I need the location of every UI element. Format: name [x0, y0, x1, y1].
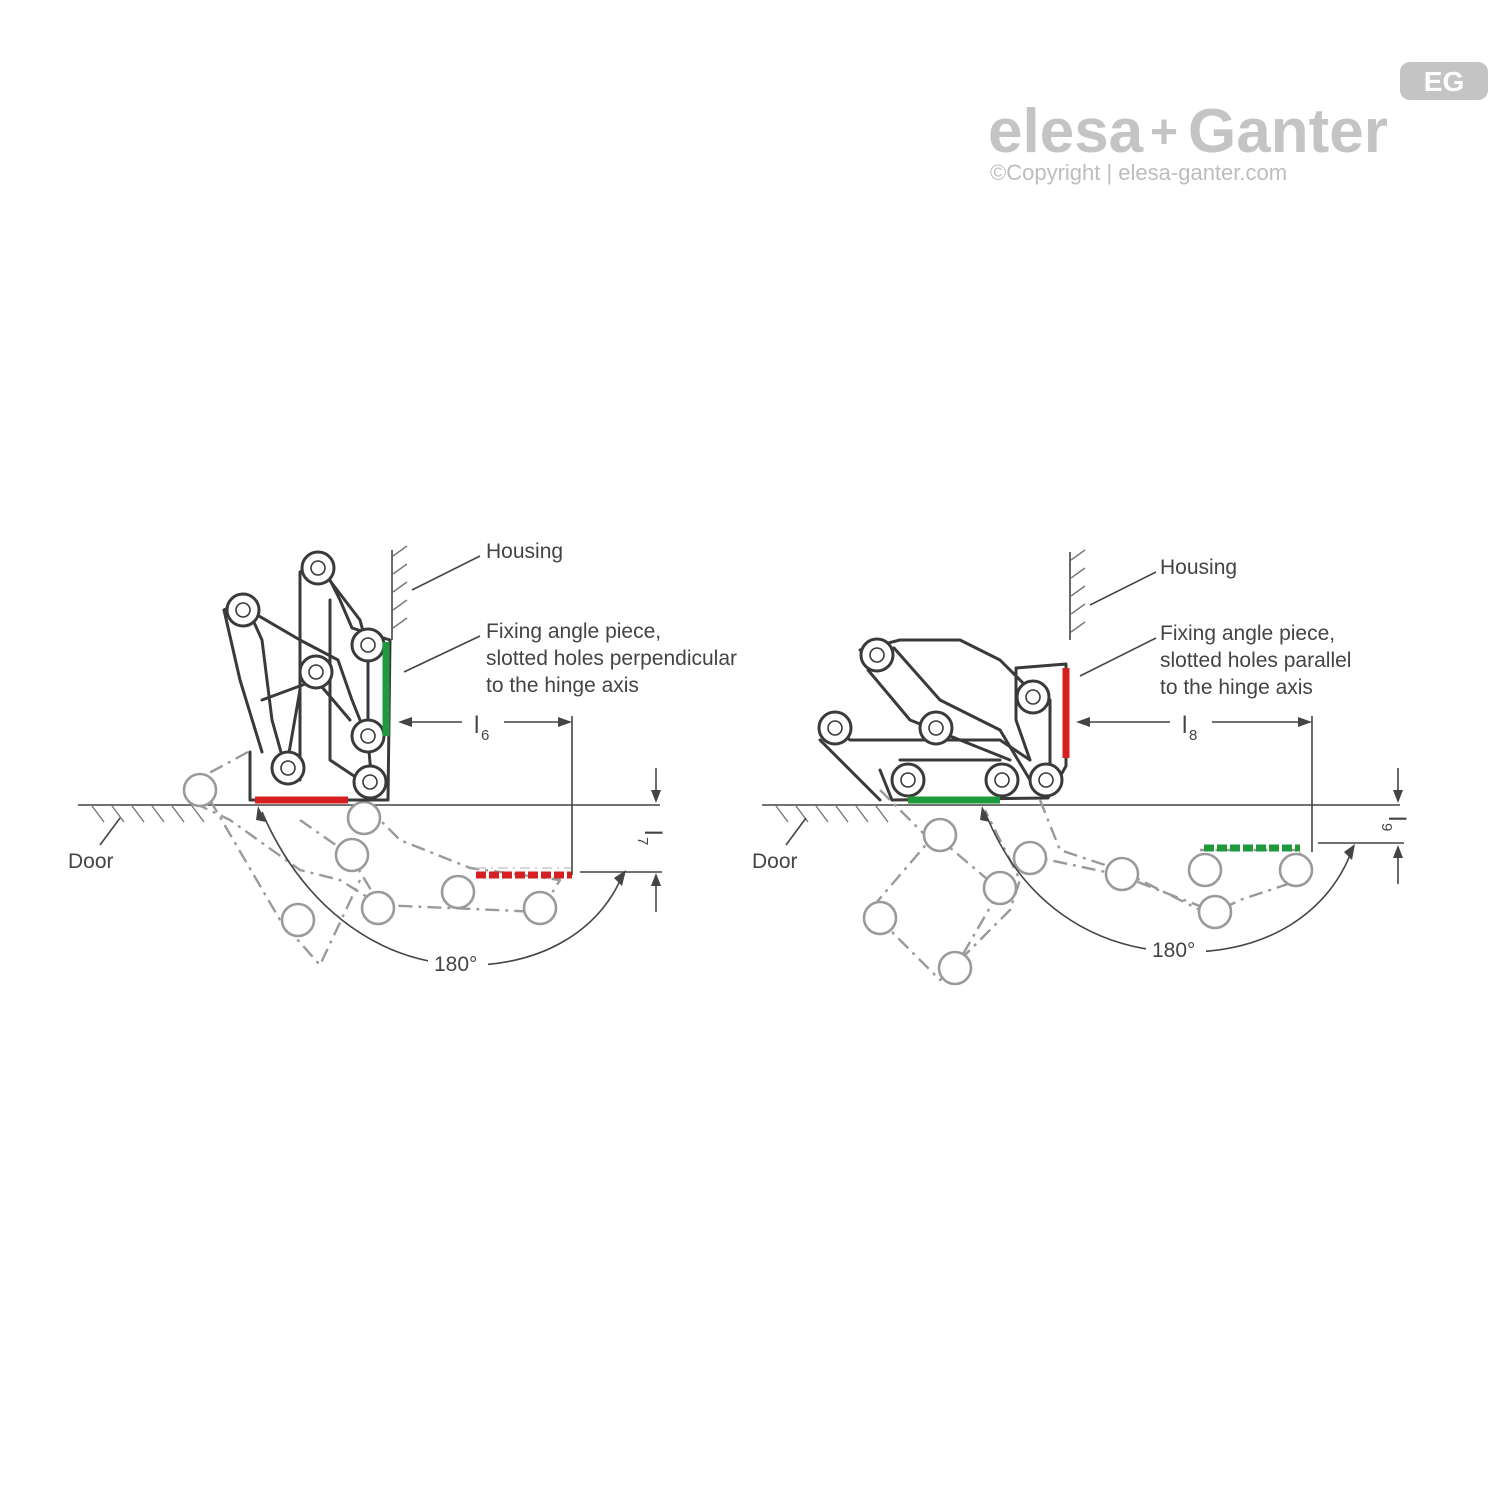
right-fixing-leader [1079, 637, 1157, 677]
right-ghost-linkage [862, 789, 1314, 986]
right-dimv-arrow-b [1393, 845, 1403, 858]
right-fixing-line2: slotted holes parallel [1160, 649, 1351, 672]
left-hinge-pins [225, 550, 388, 800]
right-arc-arrow-end [1344, 844, 1355, 860]
left-dimv-arrow-a [651, 790, 661, 803]
left-door-label: Door [68, 850, 114, 873]
right-dim-arrow-b [1298, 717, 1312, 727]
right-door-leader [785, 817, 807, 846]
left-dim-side-sub: 7 [634, 837, 651, 845]
right-dim-side-l: l [1383, 816, 1410, 821]
right-arc-arrow-start [980, 806, 990, 822]
right-dim-l-sub: 8 [1189, 727, 1197, 744]
brand-name-ganter: Ganter [1188, 97, 1388, 166]
left-angle-label: 180° [434, 953, 477, 976]
left-ghost-linkage [182, 750, 562, 967]
left-dim-arrow-a [398, 717, 412, 727]
right-dim-side-sub: 9 [1378, 823, 1395, 831]
left-fixing-line3: to the hinge axis [486, 674, 639, 697]
right-dim-l: l [1182, 712, 1187, 739]
right-fixing-line3: to the hinge axis [1160, 676, 1313, 699]
right-dimv-arrow-a [1393, 790, 1403, 803]
left-arc-arrow-start [256, 806, 266, 822]
right-door-label: Door [752, 850, 798, 873]
left-door-hatch [91, 805, 205, 823]
left-housing-hatch [392, 545, 408, 629]
left-housing-label: Housing [486, 540, 563, 563]
right-dim-arrow-a [1076, 717, 1090, 727]
left-dim-l: l [474, 712, 479, 739]
eg-badge-icon: EG [1400, 62, 1488, 100]
brand-logo: elesa + Ganter ©Copyright | elesa-ganter… [988, 62, 1488, 185]
right-housing-hatch [1070, 549, 1086, 633]
left-fixing-leader [403, 635, 481, 673]
left-dim-l-sub: 6 [481, 727, 489, 744]
left-fixing-line2: slotted holes perpendicular [486, 647, 737, 670]
left-dim-side-l: l [639, 830, 666, 835]
right-diagram: Door Housing Fixing angle piece, slotted… [752, 549, 1410, 986]
right-fixing-line1: Fixing angle piece, [1160, 622, 1335, 645]
left-arc-arrow-end [614, 870, 626, 886]
brand-copyright: ©Copyright | elesa-ganter.com [990, 160, 1287, 185]
brand-plus: + [1150, 106, 1178, 159]
eg-badge-text: EG [1424, 66, 1464, 97]
left-door-leader [99, 817, 121, 846]
left-diagram: Door Housing Fixing angle piece, slotted… [68, 540, 737, 976]
brand-name-elesa: elesa [988, 97, 1144, 166]
left-fixing-line1: Fixing angle piece, [486, 620, 661, 643]
left-housing-leader [411, 555, 481, 591]
right-housing-leader [1089, 571, 1157, 606]
right-angle-label: 180° [1152, 939, 1195, 962]
left-dimv-arrow-b [651, 873, 661, 886]
right-door-hatch [775, 805, 889, 823]
right-housing-label: Housing [1160, 556, 1237, 579]
left-dim-arrow-b [558, 717, 572, 727]
right-hinge-pins [817, 637, 1064, 798]
